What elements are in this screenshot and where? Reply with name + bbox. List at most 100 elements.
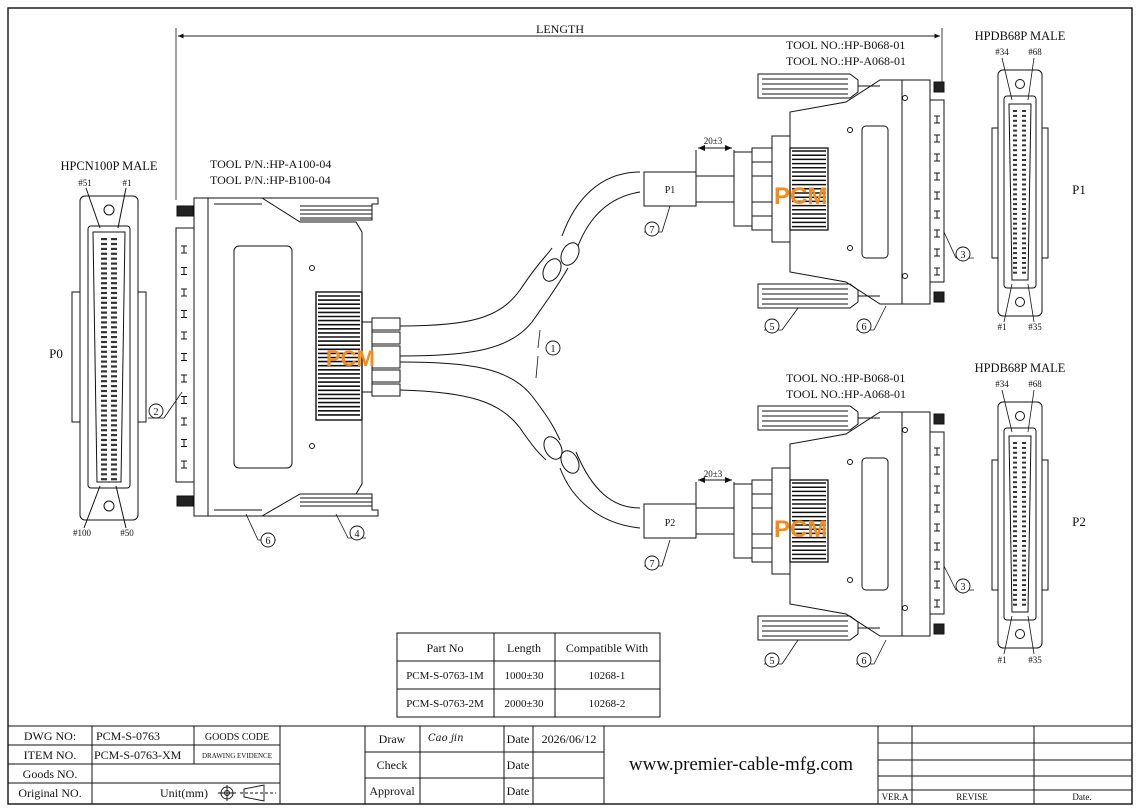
p0-grip-ridges: [318, 295, 360, 416]
pin-contact: [101, 336, 107, 339]
pin-contact: [101, 370, 107, 373]
contact-mark: [934, 447, 940, 456]
balloon-p0-hood: 6: [266, 536, 271, 547]
hood-hole: [847, 245, 853, 251]
pin-contact: [1013, 598, 1017, 601]
p1-header: HPDB68P MALE: [975, 29, 1066, 43]
pin-contact: [1022, 232, 1026, 235]
balloon-p1-tag: 7: [650, 225, 655, 236]
dim-extension: [695, 150, 735, 176]
pin-leader: [1003, 615, 1013, 655]
original-no-label: Original NO.: [18, 786, 81, 800]
pin-contact: [1013, 461, 1017, 464]
pin-contact: [101, 331, 107, 334]
balloon-cable: 1: [551, 344, 556, 355]
pin-contact: [111, 350, 117, 353]
pin-contact: [1022, 554, 1026, 557]
pin-contact: [1022, 471, 1026, 474]
pin-contact: [111, 242, 117, 246]
pin-contact: [101, 252, 107, 255]
pin-contact: [1022, 134, 1026, 137]
parts-table-cell: 10268-1: [589, 670, 626, 682]
hood-hole: [847, 577, 853, 583]
parts-table-cell: 1000±30: [504, 670, 544, 682]
contact-mark: [934, 153, 940, 162]
pin-contact: [1022, 540, 1026, 542]
pin-contact: [101, 306, 107, 309]
boot-ring: [751, 479, 773, 563]
pin-contact: [1013, 110, 1017, 112]
contact-mark: [934, 115, 940, 124]
pin-contact: [101, 453, 107, 456]
pin-contact: [101, 448, 107, 451]
pin-contact: [1022, 451, 1026, 454]
pin-contact: [1022, 247, 1026, 250]
pin-contact: [111, 468, 117, 471]
pin-contact: [111, 287, 117, 290]
pin-contact: [111, 355, 117, 358]
pin-contact: [111, 336, 117, 339]
pin-contact: [1013, 530, 1017, 533]
pin-contact: [1013, 198, 1017, 201]
pin-contact: [1013, 222, 1017, 225]
pin-contact: [111, 301, 117, 304]
body-flange: [901, 411, 931, 637]
pin-contact: [111, 473, 117, 476]
pin-contact: [101, 242, 107, 246]
pin-contact: [1022, 593, 1026, 596]
pin-contact: [1013, 183, 1017, 186]
pin-contact: [111, 345, 117, 348]
pin-contact: [111, 252, 117, 255]
p1-pin1-label: #1: [998, 322, 1007, 332]
p2-pin34-label: #34: [995, 379, 1009, 389]
contact-mark: [934, 210, 940, 219]
pin-contact: [1022, 271, 1026, 274]
pin-contact: [1013, 129, 1017, 132]
drawing-border: [7, 7, 1133, 805]
pin-contact: [1013, 257, 1017, 259]
pin-contact: [1022, 603, 1026, 606]
p0-tool-line1: TOOL P/N.:HP-A100-04: [210, 157, 331, 171]
pin-leader: [1027, 615, 1035, 655]
pin-contact: [1022, 515, 1026, 518]
pin-contact: [1022, 544, 1026, 547]
pin-contact: [1013, 476, 1017, 479]
approval-label: Approval: [369, 784, 415, 798]
parts-table-header: Part No: [427, 641, 464, 655]
label-window: [861, 125, 889, 259]
boot-ring-line: [752, 493, 772, 549]
pin-contact: [1013, 168, 1017, 171]
body-flange: [901, 79, 931, 305]
pin-contact: [101, 429, 107, 432]
pin-contact: [101, 272, 107, 275]
shell-insert: [1003, 427, 1037, 621]
parts-table-header: Compatible With: [566, 641, 648, 655]
pin-contact: [111, 360, 117, 363]
pin-contact: [1013, 471, 1017, 474]
balloon-p2-pins: 3: [961, 582, 966, 593]
pin-contact: [1022, 154, 1026, 157]
hood-hole: [902, 605, 908, 611]
thumb-screw: [757, 405, 859, 431]
pin-contact: [111, 478, 117, 481]
pin-contact: [101, 424, 107, 427]
pin-contact: [1013, 564, 1017, 567]
pin-contact: [1013, 603, 1017, 606]
balloon-circles: [148, 221, 971, 668]
pin-contact: [1022, 183, 1026, 186]
draw-signature: Cao jin: [428, 733, 464, 744]
boot-ring: [733, 151, 753, 227]
item-no-label: ITEM NO.: [24, 748, 77, 762]
pin-contact: [101, 345, 107, 348]
pin-contact: [1022, 549, 1026, 552]
drawing-evidence-label: DRAWING EVIDENCE: [202, 752, 272, 760]
thumb-screw-tip: [933, 291, 945, 303]
contact-mark: [934, 580, 940, 589]
unit-label: Unit(mm): [160, 786, 208, 800]
balloon-p1-hood: 6: [862, 322, 867, 333]
pin-contact: [1022, 476, 1026, 479]
pin-contact: [1022, 188, 1026, 191]
pin-contact: [101, 458, 107, 461]
pin-contact: [101, 287, 107, 290]
pin-contact: [1013, 178, 1017, 181]
